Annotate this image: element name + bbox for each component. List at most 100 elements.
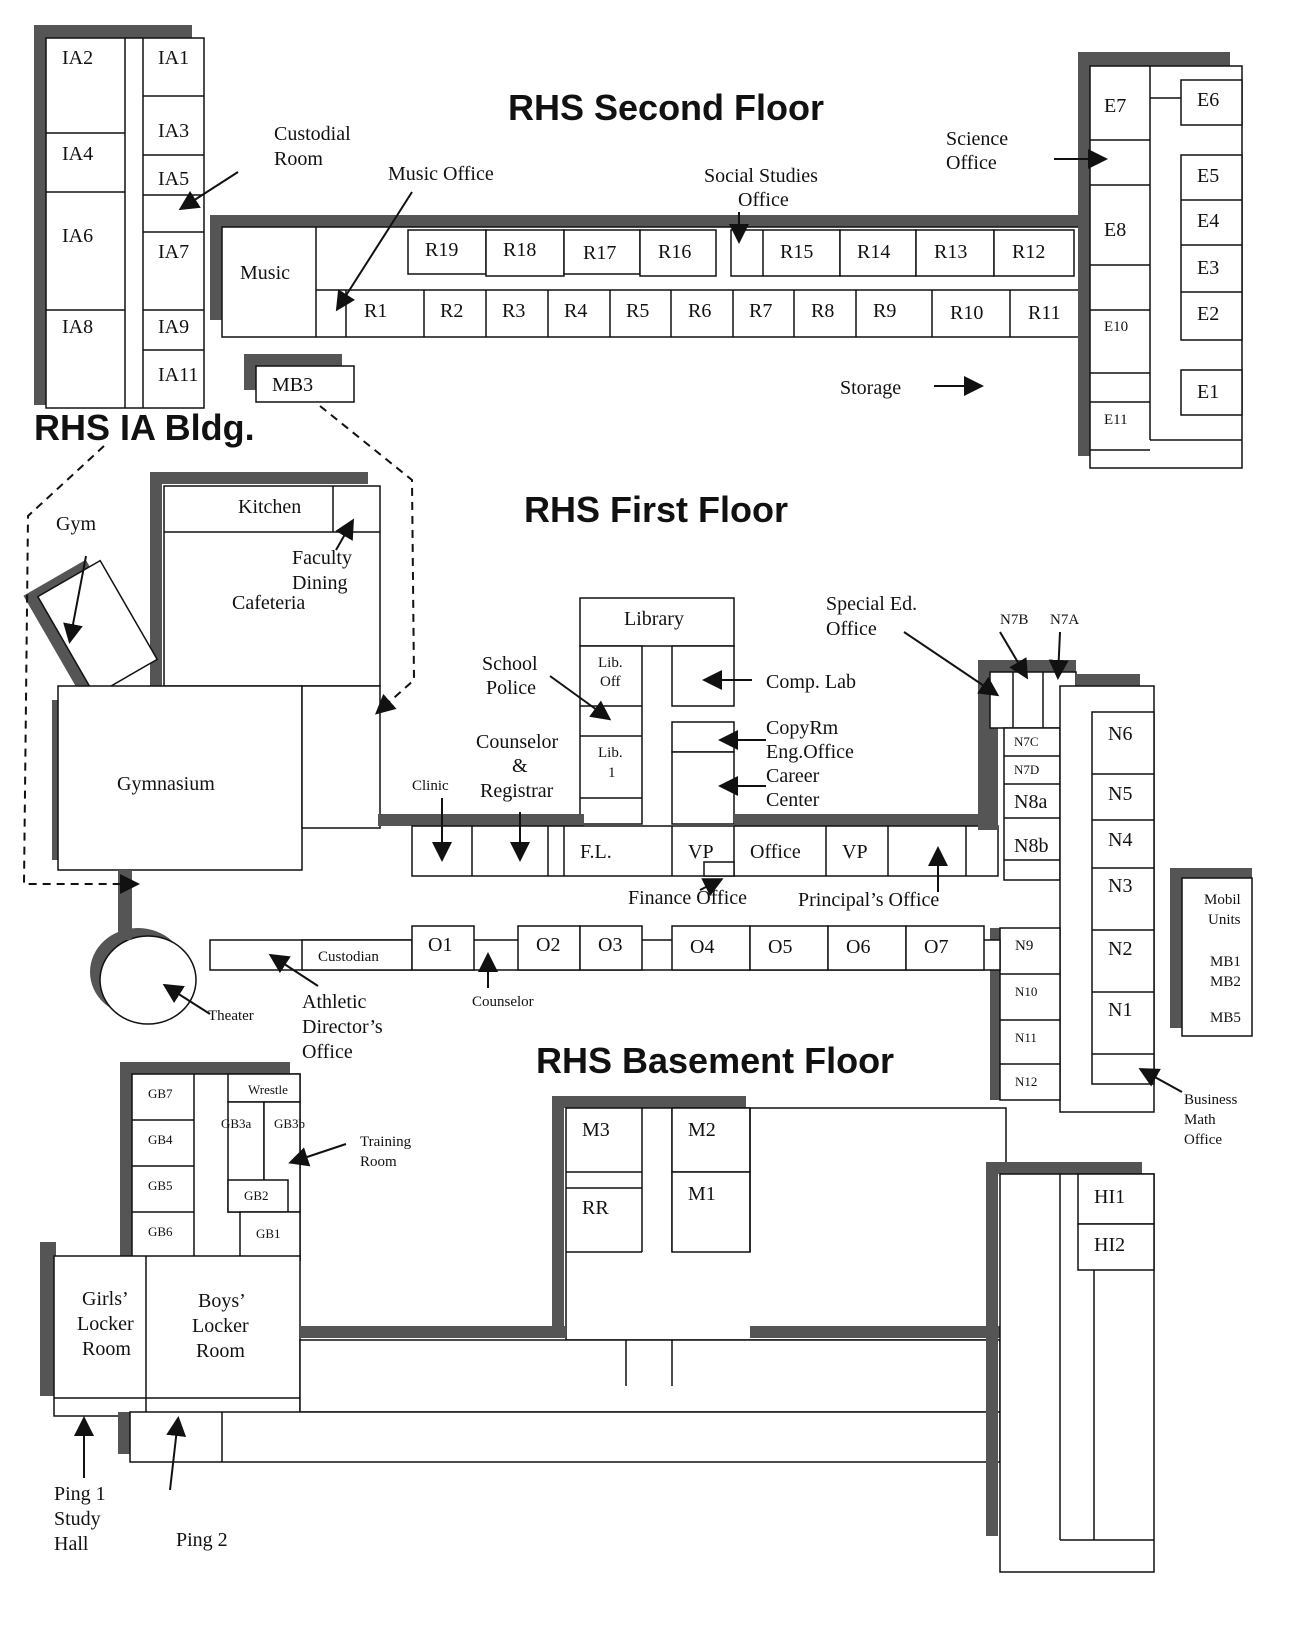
room-ia3: IA3 [158,120,189,142]
room-r17: R17 [583,242,616,264]
room-n11: N11 [1015,1030,1037,1045]
room-n12: N12 [1015,1074,1037,1089]
room-e5: E5 [1197,165,1219,187]
room-gb5: GB5 [148,1178,173,1193]
room-r18: R18 [503,239,536,261]
room-r1: R1 [364,300,387,322]
room-e8: E8 [1104,219,1126,241]
label-training-2: Room [360,1154,397,1170]
label-social-studies-2: Office [738,189,789,211]
room-mb3: MB3 [272,374,313,396]
label-n7a: N7A [1050,612,1079,628]
room-boys-3: Room [196,1340,245,1362]
label-comp-lab: Comp. Lab [766,671,856,693]
room-ia11: IA11 [158,364,198,386]
room-n3: N3 [1108,875,1132,897]
room-r13: R13 [934,241,967,263]
room-r4: R4 [564,300,587,322]
label-training-1: Training [360,1134,412,1150]
ia-building: IA2 IA1 IA3 IA4 IA5 IA6 IA7 IA8 IA9 IA11 [34,25,205,409]
room-ia2: IA2 [62,47,93,69]
label-eng-office: Eng.Office [766,741,854,763]
room-ia4: IA4 [62,143,93,165]
label-ping1-1: Ping 1 [54,1483,106,1505]
room-gb3b: GB3b [274,1116,305,1131]
room-n7d: N7D [1014,762,1039,777]
first-floor: Kitchen Cafeteria Gymnasium Library Lib.… [23,472,1253,1113]
label-storage: Storage [840,377,901,399]
label-custodial-2: Room [274,148,323,170]
room-girls-3: Room [82,1338,131,1360]
room-r3: R3 [502,300,525,322]
room-kitchen: Kitchen [238,496,301,518]
label-business-3: Office [1184,1132,1222,1148]
room-o1: O1 [428,934,452,956]
room-n4: N4 [1108,829,1132,851]
room-mb2: MB2 [1210,974,1241,990]
label-faculty-2: Dining [292,572,348,594]
room-n7c: N7C [1014,734,1039,749]
room-gb7: GB7 [148,1086,173,1101]
room-m2: M2 [688,1119,716,1141]
label-faculty-1: Faculty [292,547,352,569]
mobile-label-2: Units [1208,912,1241,928]
room-e2: E2 [1197,303,1219,325]
room-r6: R6 [688,300,711,322]
second-floor: Music R19 R18 R17 R16 R15 R14 R13 R12 R1… [210,52,1243,469]
room-e6: E6 [1197,89,1219,111]
room-r15: R15 [780,241,813,263]
room-office: Office [750,841,801,863]
room-vp-1: VP [688,841,714,863]
room-o5: O5 [768,936,792,958]
room-wrestle: Wrestle [248,1082,288,1097]
room-r10: R10 [950,302,983,324]
room-r19: R19 [425,239,458,261]
room-mb1: MB1 [1210,954,1241,970]
label-ping1-2: Study [54,1508,101,1530]
room-gb1: GB1 [256,1226,281,1241]
mobile-label-1: Mobil [1204,892,1241,908]
label-clinic: Clinic [412,778,449,794]
room-custodian: Custodian [318,949,379,965]
room-e11: E11 [1104,412,1128,428]
room-gymnasium: Gymnasium [117,773,215,795]
room-r16: R16 [658,241,691,263]
label-athletic-2: Director’s [302,1016,383,1038]
room-music: Music [240,262,290,284]
room-r11: R11 [1028,302,1061,324]
label-special-ed-1: Special Ed. [826,593,917,615]
room-o2: O2 [536,934,560,956]
room-lib-off-1: Lib. [598,655,623,671]
room-n10: N10 [1015,984,1037,999]
label-finance: Finance Office [628,887,747,909]
room-hi2: HI2 [1094,1234,1125,1256]
title-basement: RHS Basement Floor [536,1040,894,1081]
room-girls-2: Locker [77,1313,134,1335]
room-e1: E1 [1197,381,1219,403]
room-ia5: IA5 [158,168,189,190]
room-e10: E10 [1104,319,1128,335]
label-ping2: Ping 2 [176,1529,228,1551]
label-copyrm: CopyRm [766,717,839,739]
room-n6: N6 [1108,723,1132,745]
room-o4: O4 [690,936,714,958]
room-e3: E3 [1197,257,1219,279]
room-o6: O6 [846,936,870,958]
basement-floor: GB7 GB4 GB5 GB6 Wrestle GB3a GB3b GB2 GB… [40,1062,1155,1573]
room-ia8: IA8 [62,316,93,338]
room-cafeteria: Cafeteria [232,592,305,614]
room-lib1-2: 1 [608,765,616,781]
label-theater: Theater [208,1008,254,1024]
room-gb3a: GB3a [221,1116,252,1131]
label-athletic-3: Office [302,1041,353,1063]
label-social-studies-1: Social Studies [704,165,818,187]
room-rr: RR [582,1197,609,1219]
label-counselor-reg-3: Registrar [480,780,554,802]
room-r12: R12 [1012,241,1045,263]
room-fl: F.L. [580,841,612,863]
room-gb2: GB2 [244,1188,269,1203]
label-science-2: Office [946,152,997,174]
room-e4: E4 [1197,210,1219,232]
room-r9: R9 [873,300,896,322]
